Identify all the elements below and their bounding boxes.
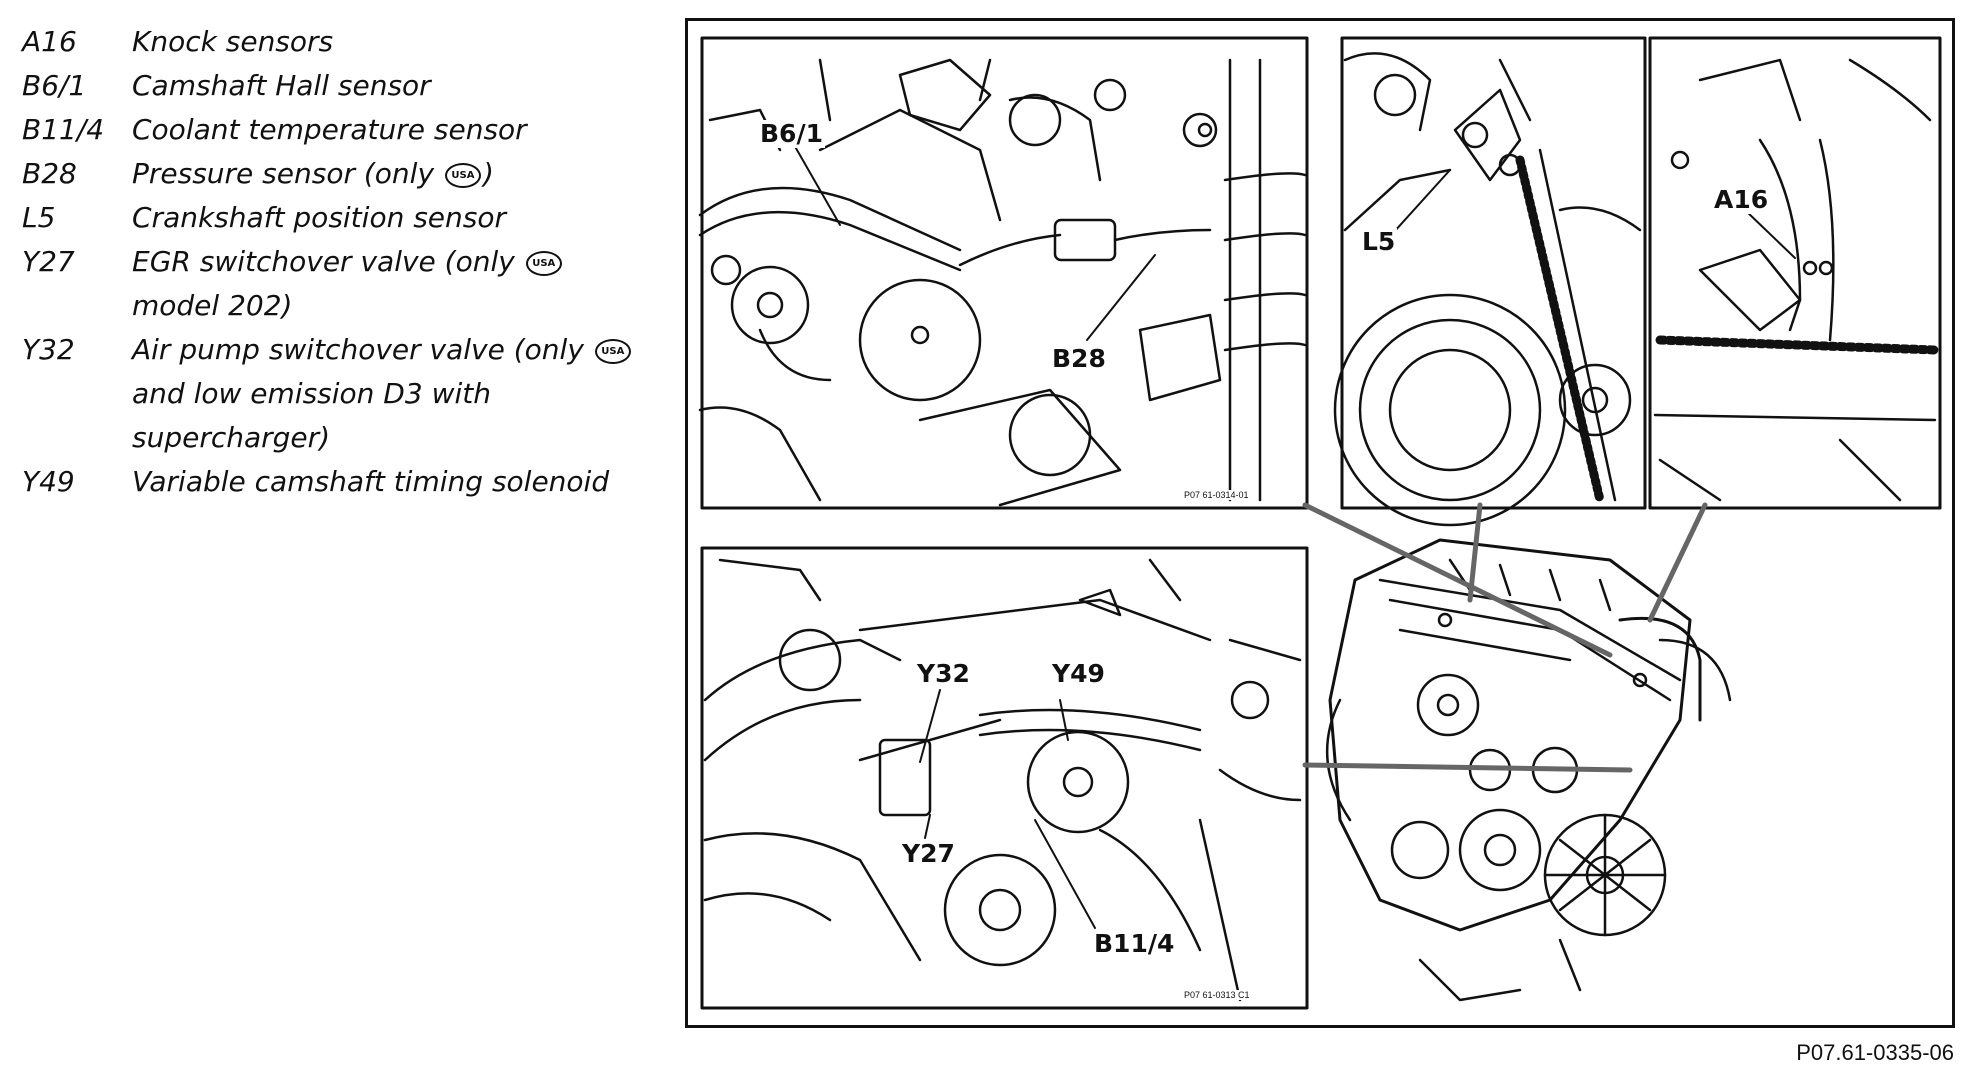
legend-code: B6/1	[22, 69, 87, 102]
camshaft-panel-drawing	[698, 58, 1307, 507]
legend-item-y32-cont2: supercharger)	[22, 416, 662, 460]
detail-panel-camshaft	[700, 36, 1309, 510]
legend-text: EGR switchover valve (only	[132, 245, 515, 278]
legend-desc: Crankshaft position sensor	[132, 201, 507, 234]
legend-code: A16	[22, 25, 77, 58]
legend: A16 Knock sensors B6/1 Camshaft Hall sen…	[22, 20, 662, 504]
detail-panel-knock	[1648, 36, 1942, 510]
legend-desc: Coolant temperature sensor	[132, 113, 527, 146]
legend-code: B28	[22, 157, 77, 190]
legend-code: Y32	[22, 333, 75, 366]
cylinder-head-panel-drawing	[703, 558, 1302, 1002]
legend-text: Air pump switchover valve (only	[132, 333, 584, 366]
legend-item-a16: A16 Knock sensors	[22, 20, 662, 64]
legend-item-b11-4: B11/4 Coolant temperature sensor	[22, 108, 662, 152]
detail-panel-crankshaft	[1340, 36, 1647, 510]
usa-badge-icon: USA	[594, 338, 631, 364]
callout-b11-4: B11/4	[1092, 929, 1177, 958]
usa-badge-icon: USA	[444, 162, 481, 188]
legend-desc: EGR switchover valve (only USA	[132, 240, 662, 284]
legend-code: L5	[22, 201, 56, 234]
legend-desc-cont: model 202)	[132, 289, 293, 322]
usa-badge-icon: USA	[525, 250, 562, 276]
callout-b28: B28	[1050, 344, 1108, 373]
legend-text-end: )	[482, 157, 494, 190]
legend-desc: Camshaft Hall sensor	[132, 69, 431, 102]
legend-code: Y27	[22, 245, 75, 278]
detail-panel-cylinder-head	[700, 546, 1309, 1010]
callout-a16: A16	[1712, 185, 1771, 214]
legend-desc: Pressure sensor (only USA)	[132, 152, 662, 196]
legend-code: Y49	[22, 465, 75, 498]
legend-item-y27-cont: model 202)	[22, 284, 662, 328]
legend-item-y49: Y49 Variable camshaft timing solenoid	[22, 460, 662, 504]
figure-id: P07.61-0335-06	[1796, 1040, 1954, 1065]
legend-code: B11/4	[22, 113, 105, 146]
legend-item-l5: L5 Crankshaft position sensor	[22, 196, 662, 240]
legend-item-y32-cont: and low emission D3 with	[22, 372, 662, 416]
legend-desc: Air pump switchover valve (only USA	[132, 328, 662, 372]
legend-desc: Variable camshaft timing solenoid	[132, 465, 610, 498]
callout-y32: Y32	[915, 659, 972, 688]
panel-code-bottom-left: P07 61-0313 C1	[1182, 990, 1252, 1000]
callout-y27: Y27	[900, 839, 957, 868]
legend-item-b6-1: B6/1 Camshaft Hall sensor	[22, 64, 662, 108]
legend-item-b28: B28 Pressure sensor (only USA)	[22, 152, 662, 196]
legend-desc-cont: supercharger)	[132, 421, 331, 454]
legend-desc: Knock sensors	[132, 25, 334, 58]
callout-y49: Y49	[1050, 659, 1107, 688]
crankshaft-panel-drawing	[1333, 52, 1642, 527]
legend-item-y32: Y32 Air pump switchover valve (only USA	[22, 328, 662, 372]
callout-l5: L5	[1360, 227, 1398, 256]
panel-code-top-left: P07 61-0314-01	[1182, 490, 1251, 500]
legend-item-y27: Y27 EGR switchover valve (only USA	[22, 240, 662, 284]
knock-panel-drawing	[1653, 58, 1940, 502]
legend-text: Pressure sensor (only	[132, 157, 435, 190]
legend-desc-cont: and low emission D3 with	[132, 377, 491, 410]
pointer-lines	[1302, 502, 1708, 773]
callout-b6-1: B6/1	[758, 119, 825, 148]
